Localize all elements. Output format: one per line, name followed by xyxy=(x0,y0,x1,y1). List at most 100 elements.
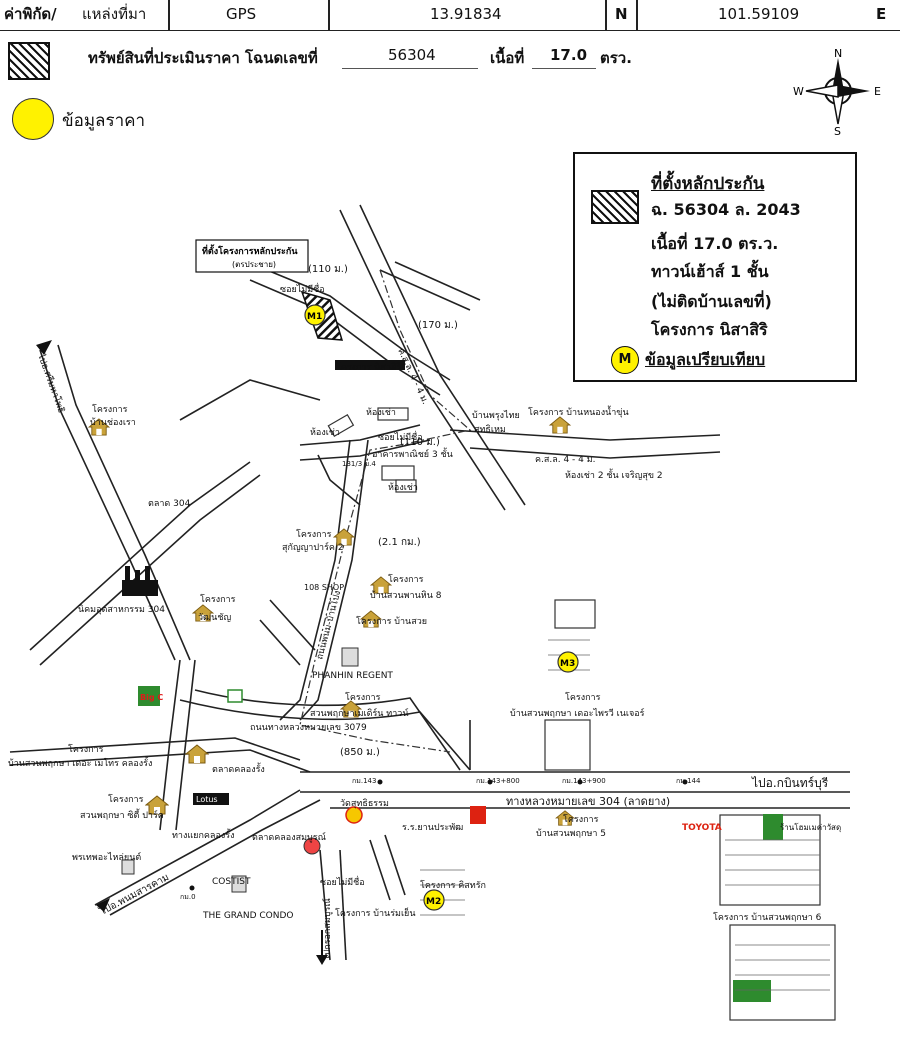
market-icon xyxy=(303,837,321,855)
modern-town-label-1: โครงการ xyxy=(345,692,381,703)
infobox-m-badge: M xyxy=(611,346,639,374)
rental-label-3: ห้องเช่า xyxy=(388,482,418,493)
m2-label: M2 xyxy=(426,897,441,907)
grand-condo-label: THE GRAND CONDO xyxy=(202,911,293,921)
infobox-hatch xyxy=(591,190,639,224)
to-klong-sombun-label: ไปกรอกสมบูรณ์ xyxy=(321,898,333,961)
nisasiri-block xyxy=(335,360,405,370)
m3-label: M3 xyxy=(560,659,575,669)
school-logo xyxy=(470,806,486,824)
suan-5-label-1: โครงการ xyxy=(563,814,599,825)
sukanya-label-2: สุกัญญาปาร์ค 2 xyxy=(282,541,344,553)
price-info-label: ข้อมูลราคา xyxy=(62,111,146,131)
city-park-label-1: โครงการ xyxy=(108,794,144,805)
m1-marker xyxy=(304,304,326,326)
longitude-value: 101.59109 xyxy=(718,5,800,23)
soi-label-1: ซอยไม่มีชื่อ xyxy=(280,282,325,295)
collateral-location-box xyxy=(195,239,309,273)
lotus-logo xyxy=(193,793,229,805)
industrial-label: นิคมอุตสาหกรรม 304 xyxy=(78,604,165,615)
latitude-value: 13.91834 xyxy=(430,5,502,23)
private-nature-label-2: บ้านสวนพฤกษา เดอะไพรวี เนเจอร์ xyxy=(510,707,645,719)
infobox-type: ทาวน์เฮ้าส์ 1 ชั้น xyxy=(651,262,769,281)
praphet-label: พรเทพอะไหล่ยนต์ xyxy=(72,851,141,863)
rental-label-1: ห้องเช่า xyxy=(366,407,396,418)
wattana-label-1: โครงการ xyxy=(200,594,236,605)
costist-label: COSTIST xyxy=(212,877,251,887)
property-label: ทรัพย์สินที่ประเมินราคา โฉนดเลขที่ xyxy=(88,49,318,67)
area-unit: ตรว. xyxy=(600,49,632,67)
area-value: 17.0 xyxy=(550,46,588,64)
klong-rang-market-label: ตลาดคลองรั้ง xyxy=(212,762,265,775)
dist-850: (850 ม.) xyxy=(340,747,380,758)
compass-s: S xyxy=(834,125,841,136)
suan-5-label-2: บ้านสวนพฤกษา 5 xyxy=(536,828,606,839)
dist-170: (170 ม.) xyxy=(418,320,458,331)
suanpa-label-1: โครงการ xyxy=(388,574,424,585)
km-144-label: กม.144 xyxy=(676,777,701,785)
rental-charoensuk-label: ห้องเช่า 2 ชั้น เจริญสุข 2 xyxy=(565,468,663,481)
metro-label-1: โครงการ xyxy=(68,744,104,755)
sukanya-label-1: โครงการ xyxy=(296,529,332,540)
compass-rose: N S W E xyxy=(793,47,881,136)
banrom-label: โครงการ บ้านร่มเย็น xyxy=(335,906,415,919)
source-value: GPS xyxy=(226,5,257,23)
suan-6-label: โครงการ บ้านสวนพฤกษา 6 xyxy=(713,912,822,923)
area-label: เนื้อที่ xyxy=(490,49,525,67)
kittirak-label: โครงการ คิสทรัก xyxy=(420,880,486,891)
to-kabin-label: ไปอ.กบินทร์บุรี xyxy=(751,776,829,791)
dist-110-b: (110 ม.) xyxy=(400,437,440,448)
modern-town-label-2: สวนพฤกษาเมเดิร์น ทาวน์ xyxy=(310,707,409,719)
infobox-title: ที่ตั้งหลักประกัน xyxy=(651,174,765,194)
infobox-project: โครงการ นิสาสิริ xyxy=(651,320,768,339)
condo-icon xyxy=(231,875,247,893)
km-0-label: กม.0 xyxy=(180,893,196,901)
school-label: ร.ร.ยานประพัฒ xyxy=(402,823,463,833)
km-143-900-label: กม.143+900 xyxy=(562,777,606,785)
house-icon xyxy=(185,744,209,764)
m3-marker xyxy=(557,651,579,673)
ban-suay-label: โครงการ บ้านสวย xyxy=(356,616,427,627)
collateral-hatch-swatch xyxy=(8,42,50,80)
compass-w: W xyxy=(793,85,804,98)
nisasiri-label: โครงการ นิสาสิริ xyxy=(336,362,401,373)
homemart-label: ร้านโฮมเมค่าวัสดุ xyxy=(780,822,841,832)
private-nature-label-1: โครงการ xyxy=(565,692,601,703)
coordinate-header: ค่าพิกัด/ แหล่งที่มา GPS 13.91834 N 101.… xyxy=(0,0,900,31)
toyota-logo: TOYOTA xyxy=(682,823,722,833)
somboon-market-label: ตลาดคลองสมบูรณ์ xyxy=(252,831,326,843)
m2-marker xyxy=(423,889,445,911)
infobox-area: เนื้อที่ 17.0 ตร.ว. xyxy=(651,234,779,253)
chong-rao-label-2: บ้านช่องเรา xyxy=(90,417,136,428)
loc-box-line2: (ตรประชาย) xyxy=(232,260,276,269)
ksl-label-2: ค.ส.ล. 4 - 4 ม. xyxy=(535,455,596,465)
nongnam-label: โครงการ บ้านหนองน้ำขุ่น xyxy=(528,405,629,418)
lotus-text: Lotus xyxy=(196,795,218,804)
collateral-info-box: ที่ตั้งหลักประกัน ฉ. 56304 ล. 2043 เนื้อ… xyxy=(573,152,857,382)
to-phanom-label: ไปอ.พนมสารคาม xyxy=(97,871,171,918)
deed-number: 56304 xyxy=(388,46,436,64)
loc-box-line1: ที่ตั้งโครงการหลักประกัน xyxy=(202,244,298,257)
metro-label-2: บ้านสวนพฤกษา เดอะ เมโทร คลองรั้ง xyxy=(8,756,152,769)
suanpa-label-2: บ้านสวนพานหิน 8 xyxy=(370,590,442,601)
shop-icon xyxy=(121,859,135,875)
commercial-label: อาคารพาณิชย์ 3 ชั้น xyxy=(372,447,453,460)
compass-n: N xyxy=(834,47,842,60)
infobox-deed: ฉ. 56304 ล. 2043 xyxy=(651,200,801,219)
km-143-800-label: กม.143+800 xyxy=(476,777,520,785)
ban-phruksa-thai-label: บ้านพรุงไทย xyxy=(472,410,520,421)
sutthihem-label: สุทธิเหม xyxy=(474,424,506,435)
shell-logo xyxy=(345,806,363,824)
bigc-text: Big C xyxy=(140,693,163,702)
road-304-label: ทางหลวงหมายเลข 304 (ลาดยาง) xyxy=(506,795,670,808)
temple-label: วัดสุทธิธรรม xyxy=(340,798,389,809)
seven-eleven-icon xyxy=(227,689,243,703)
city-park-label-2: สวนพฤกษา ซิตี้ ปาร์ค xyxy=(80,808,164,821)
factory-icon xyxy=(122,566,158,596)
coord-label: ค่าพิกัด/ xyxy=(4,5,57,23)
soi-label-2: ซอยไม่มีชื่อ xyxy=(378,430,423,443)
rental-label-2: ห้องเช่า xyxy=(310,427,340,438)
market-304-label: ตลาด 304 xyxy=(148,499,191,509)
address-label: 131/3 ข.4 xyxy=(342,460,376,468)
